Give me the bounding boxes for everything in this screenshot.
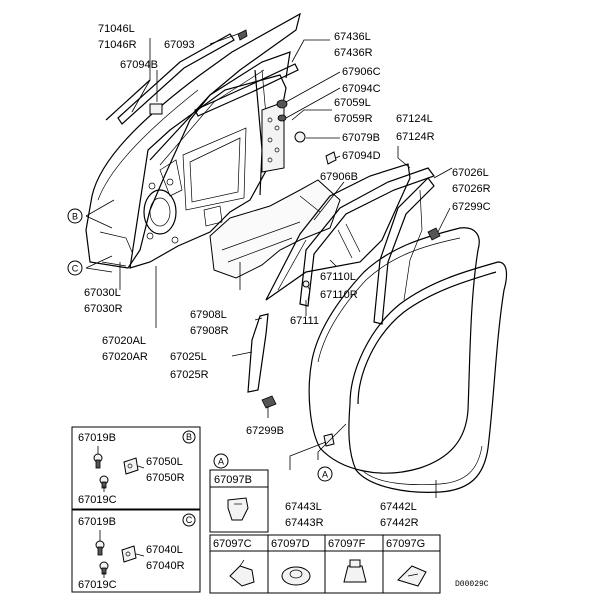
label-67025-r: 67025R: [170, 369, 209, 381]
callout-b: B: [67, 208, 83, 224]
inset-b-parts: [93, 446, 145, 492]
sash-channel: [373, 177, 435, 325]
svg-text:B: B: [72, 212, 78, 222]
bolt-67299b: [261, 395, 277, 409]
leader-lines: [85, 33, 453, 498]
door-opening-weatherstrip: [308, 227, 480, 474]
label-67030-l: 67030L: [84, 287, 121, 299]
label-67299b: 67299B: [246, 425, 284, 437]
label-71046-r: 71046R: [98, 39, 137, 51]
inset-b-right-l: 67050L: [146, 456, 183, 468]
inset-a-item-2: 67097D: [271, 538, 310, 550]
bolt-67299c: [427, 227, 441, 241]
label-67093: 67093: [164, 39, 195, 51]
clip-67906c: [276, 99, 288, 109]
label-67124-r: 67124R: [396, 131, 435, 143]
clip-67111: [302, 280, 311, 301]
clip-67094d: [325, 151, 337, 165]
clip-67097g-icon: [397, 565, 427, 587]
front-lower-sash: [247, 313, 269, 393]
label-67436-r: 67436R: [334, 47, 373, 59]
label-67111: 67111: [290, 315, 319, 327]
label-67059-r: 67059R: [334, 113, 373, 125]
label-67094c: 67094C: [342, 83, 381, 95]
label-67442-r: 67442R: [380, 517, 419, 529]
clip-67097f-icon: [343, 559, 367, 583]
inset-c-parts: [95, 530, 145, 578]
diagram-code: D00029C: [455, 580, 489, 589]
door-weatherstrip: [348, 261, 508, 493]
callout-a: A: [317, 466, 333, 482]
bolt-67079b: [294, 131, 306, 143]
label-67908-r: 67908R: [190, 325, 229, 337]
label-67094b: 67094B: [120, 59, 158, 71]
inset-a-item-0: 67097B: [214, 474, 252, 486]
label-67020a-r: 67020AR: [102, 351, 148, 363]
label-67079b: 67079B: [342, 132, 380, 144]
inset-a-item-1: 67097C: [213, 538, 252, 550]
inset-b-ref: B: [186, 432, 192, 442]
label-67026-l: 67026L: [452, 167, 489, 179]
inset-b: B 67019B 67050L 67050R 67019C: [71, 426, 201, 510]
label-67442-l: 67442L: [380, 501, 417, 513]
inset-b-bottom-label: 67019C: [78, 494, 117, 506]
label-71046-l: 71046L: [98, 23, 135, 35]
upper-weatherstrip: [194, 63, 299, 117]
inset-c-top-label: 67019B: [78, 516, 116, 528]
inset-c-ref: C: [186, 515, 193, 525]
label-67443-l: 67443L: [285, 501, 322, 513]
label-67030-r: 67030R: [84, 303, 123, 315]
label-67908-l: 67908L: [190, 309, 227, 321]
inset-c-right-l: 67040L: [146, 544, 183, 556]
inset-c-bottom-label: 67019C: [78, 579, 117, 591]
label-67026-r: 67026R: [452, 183, 491, 195]
label-67436-l: 67436L: [334, 31, 371, 43]
clip-67094b: [149, 103, 163, 115]
label-67110-l: 67110L: [320, 271, 356, 283]
label-67299c: 67299C: [452, 201, 491, 213]
inset-c: C 67019B 67040L 67040R 67019C: [71, 509, 201, 593]
belt-moulding: [105, 33, 235, 125]
inset-b-top-label: 67019B: [78, 432, 116, 444]
svg-text:A: A: [322, 470, 328, 480]
label-67906c: 67906C: [342, 66, 381, 78]
fastener-67093: [237, 29, 248, 41]
part-labels: 71046L 71046R 67093 67094B 67436L 67436R…: [84, 23, 491, 529]
glass-run-channel: [299, 167, 435, 307]
inset-a: A 67097B 67097C 67097D 67097F 67097G: [209, 453, 441, 594]
label-67020a-l: 67020AL: [102, 335, 146, 347]
label-67059-l: 67059L: [334, 97, 371, 109]
svg-text:C: C: [72, 264, 79, 274]
callout-c: C: [67, 260, 83, 276]
label-67110-r: 67110R: [320, 289, 358, 301]
label-67443-r: 67443R: [285, 517, 324, 529]
label-67124-l: 67124L: [396, 113, 433, 125]
waterproof-film: [209, 179, 341, 279]
inset-b-right-r: 67050R: [146, 472, 185, 484]
label-67094d: 67094D: [342, 150, 381, 162]
inset-a-ref: A: [218, 457, 224, 467]
label-67025-l: 67025L: [170, 351, 207, 363]
clip-67097d-icon: [281, 566, 311, 586]
door-glass: [265, 163, 411, 301]
clip-67094c: [277, 114, 287, 122]
label-67906b: 67906B: [320, 171, 358, 183]
clip-67097c-icon: [229, 559, 255, 587]
clip-67097b-icon: [227, 497, 249, 521]
inset-c-right-r: 67040R: [146, 560, 185, 572]
inset-a-item-3: 67097F: [328, 538, 366, 550]
inset-a-item-4: 67097G: [386, 538, 425, 550]
